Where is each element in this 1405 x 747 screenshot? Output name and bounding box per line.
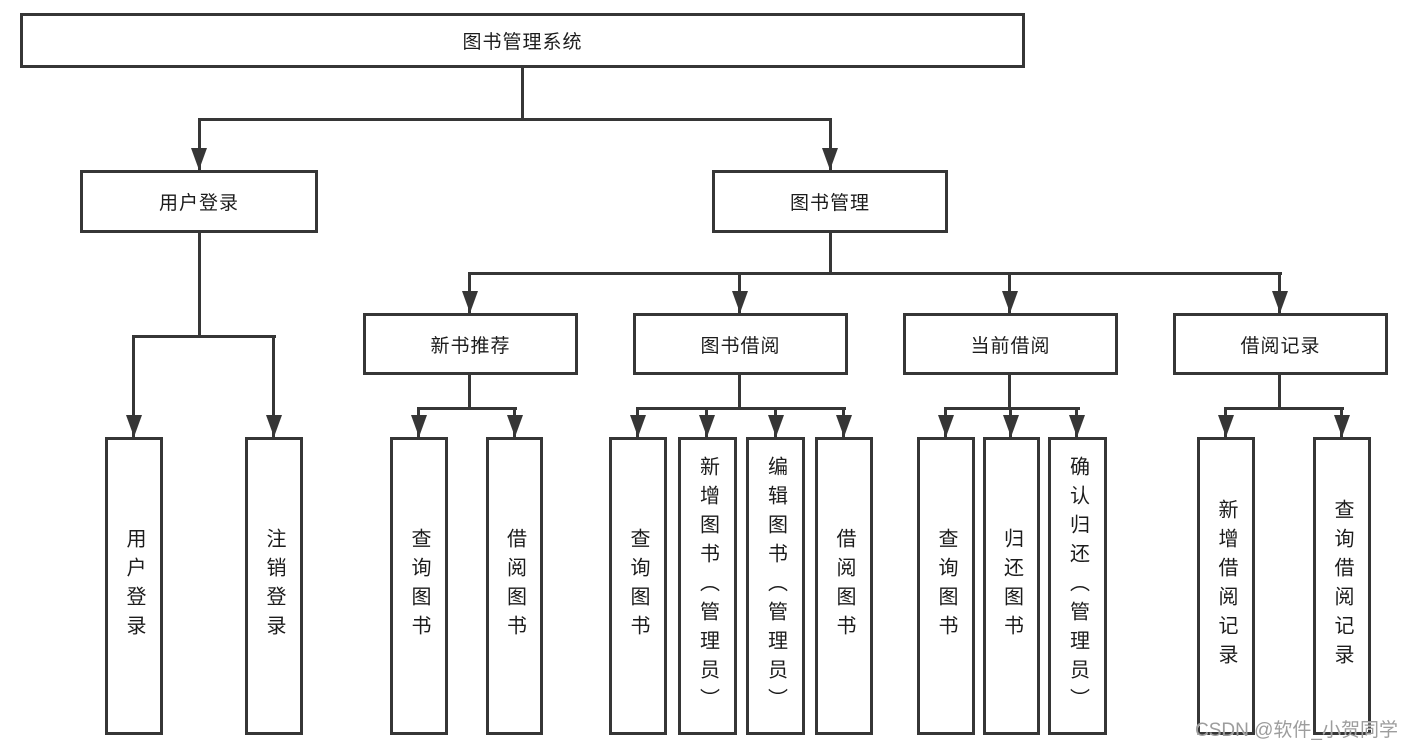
node-borrowing-records-label: 借阅记录 bbox=[1240, 335, 1321, 357]
connector-cb-bar bbox=[944, 407, 1080, 410]
leaf-bb-edit-books-admin: 编辑图书（管理员） bbox=[746, 437, 805, 735]
arrowhead-user-login-icon bbox=[191, 148, 207, 170]
leaf-cb-query-books-label: 查询图书 bbox=[935, 528, 957, 644]
arrowhead-leaf-logout-icon bbox=[266, 415, 282, 437]
leaf-cb-confirm-return-admin-label: 确认归还（管理员） bbox=[1066, 455, 1089, 717]
leaf-user-login-label: 用户登录 bbox=[123, 528, 145, 644]
connector-bb-bar bbox=[636, 407, 846, 410]
node-book-borrowing-label: 图书借阅 bbox=[700, 335, 781, 357]
connector-nbr-trunk bbox=[468, 375, 471, 410]
connector-cb-trunk bbox=[1008, 375, 1011, 410]
leaf-cb-return-books: 归还图书 bbox=[983, 437, 1040, 735]
arrowhead-borrowing-records-icon bbox=[1272, 291, 1288, 313]
leaf-cb-return-books-label: 归还图书 bbox=[1000, 528, 1023, 644]
node-library-system-label: 图书管理系统 bbox=[462, 32, 583, 53]
arrowhead-bb-query-icon bbox=[630, 415, 646, 437]
node-new-book-recommend-label: 新书推荐 bbox=[430, 335, 511, 357]
node-book-management: 图书管理 bbox=[712, 170, 948, 233]
node-book-management-label: 图书管理 bbox=[789, 193, 870, 214]
connector-root-bar bbox=[198, 118, 832, 121]
node-user-login: 用户登录 bbox=[80, 170, 318, 233]
leaf-br-add-record-label: 新增借阅记录 bbox=[1215, 499, 1237, 673]
arrowhead-cb-return-icon bbox=[1003, 415, 1019, 437]
leaf-cb-query-books: 查询图书 bbox=[917, 437, 975, 735]
leaf-bb-add-books-admin: 新增图书（管理员） bbox=[678, 437, 737, 735]
leaf-nbr-borrow-books-label: 借阅图书 bbox=[503, 528, 526, 644]
connector-bb-trunk bbox=[738, 375, 741, 410]
connector-br-bar bbox=[1224, 407, 1344, 410]
connector-br-trunk bbox=[1278, 375, 1281, 410]
leaf-bb-borrow-books-label: 借阅图书 bbox=[833, 528, 855, 644]
node-user-login-label: 用户登录 bbox=[158, 193, 239, 214]
watermark: CSDN @软件_小贺同学 bbox=[1195, 720, 1398, 741]
node-current-borrowing-label: 当前借阅 bbox=[970, 335, 1051, 357]
arrowhead-cb-confirm-icon bbox=[1069, 415, 1085, 437]
leaf-cb-confirm-return-admin: 确认归还（管理员） bbox=[1048, 437, 1107, 735]
connector-user-login-trunk bbox=[198, 233, 201, 338]
arrowhead-bb-borrow-icon bbox=[836, 415, 852, 437]
arrowhead-cb-query-icon bbox=[938, 415, 954, 437]
connector-root-trunk bbox=[521, 68, 524, 121]
arrowhead-bb-add-icon bbox=[699, 415, 715, 437]
leaf-bb-borrow-books: 借阅图书 bbox=[815, 437, 873, 735]
arrowhead-nbr-borrow-icon bbox=[507, 415, 523, 437]
arrowhead-leaf-login-icon bbox=[126, 415, 142, 437]
leaf-nbr-query-books-label: 查询图书 bbox=[408, 528, 430, 644]
arrowhead-br-query-icon bbox=[1334, 415, 1350, 437]
arrowhead-nbr-query-icon bbox=[411, 415, 427, 437]
arrowhead-current-borrowing-icon bbox=[1002, 291, 1018, 313]
node-borrowing-records: 借阅记录 bbox=[1173, 313, 1388, 375]
leaf-bb-edit-books-admin-label: 编辑图书（管理员） bbox=[764, 455, 787, 717]
leaf-user-login: 用户登录 bbox=[105, 437, 163, 735]
connector-user-login-bar bbox=[132, 335, 276, 338]
leaf-logout: 注销登录 bbox=[245, 437, 303, 735]
node-new-book-recommend: 新书推荐 bbox=[363, 313, 578, 375]
arrowhead-book-borrowing-icon bbox=[732, 291, 748, 313]
node-library-system: 图书管理系统 bbox=[20, 13, 1025, 68]
leaf-nbr-borrow-books: 借阅图书 bbox=[486, 437, 543, 735]
connector-arrow-book-management bbox=[829, 118, 832, 170]
leaf-bb-query-books: 查询图书 bbox=[609, 437, 667, 735]
leaf-nbr-query-books: 查询图书 bbox=[390, 437, 448, 735]
leaf-br-add-record: 新增借阅记录 bbox=[1197, 437, 1255, 735]
arrowhead-br-add-icon bbox=[1218, 415, 1234, 437]
node-book-borrowing: 图书借阅 bbox=[633, 313, 848, 375]
leaf-bb-query-books-label: 查询图书 bbox=[627, 528, 649, 644]
connector-nbr-bar bbox=[417, 407, 517, 410]
connector-arrow-leaf-login bbox=[132, 335, 135, 437]
node-current-borrowing: 当前借阅 bbox=[903, 313, 1118, 375]
leaf-br-query-record: 查询借阅记录 bbox=[1313, 437, 1371, 735]
connector-book-management-bar bbox=[468, 272, 1282, 275]
arrowhead-new-book-recommend-icon bbox=[462, 291, 478, 313]
leaf-bb-add-books-admin-label: 新增图书（管理员） bbox=[696, 455, 719, 717]
arrowhead-book-management-icon bbox=[822, 148, 838, 170]
connector-book-management-trunk bbox=[829, 233, 832, 275]
arrowhead-bb-edit-icon bbox=[768, 415, 784, 437]
connector-arrow-leaf-logout bbox=[272, 335, 275, 437]
leaf-br-query-record-label: 查询借阅记录 bbox=[1331, 499, 1353, 673]
leaf-logout-label: 注销登录 bbox=[263, 528, 285, 644]
connector-arrow-user-login bbox=[198, 118, 201, 170]
